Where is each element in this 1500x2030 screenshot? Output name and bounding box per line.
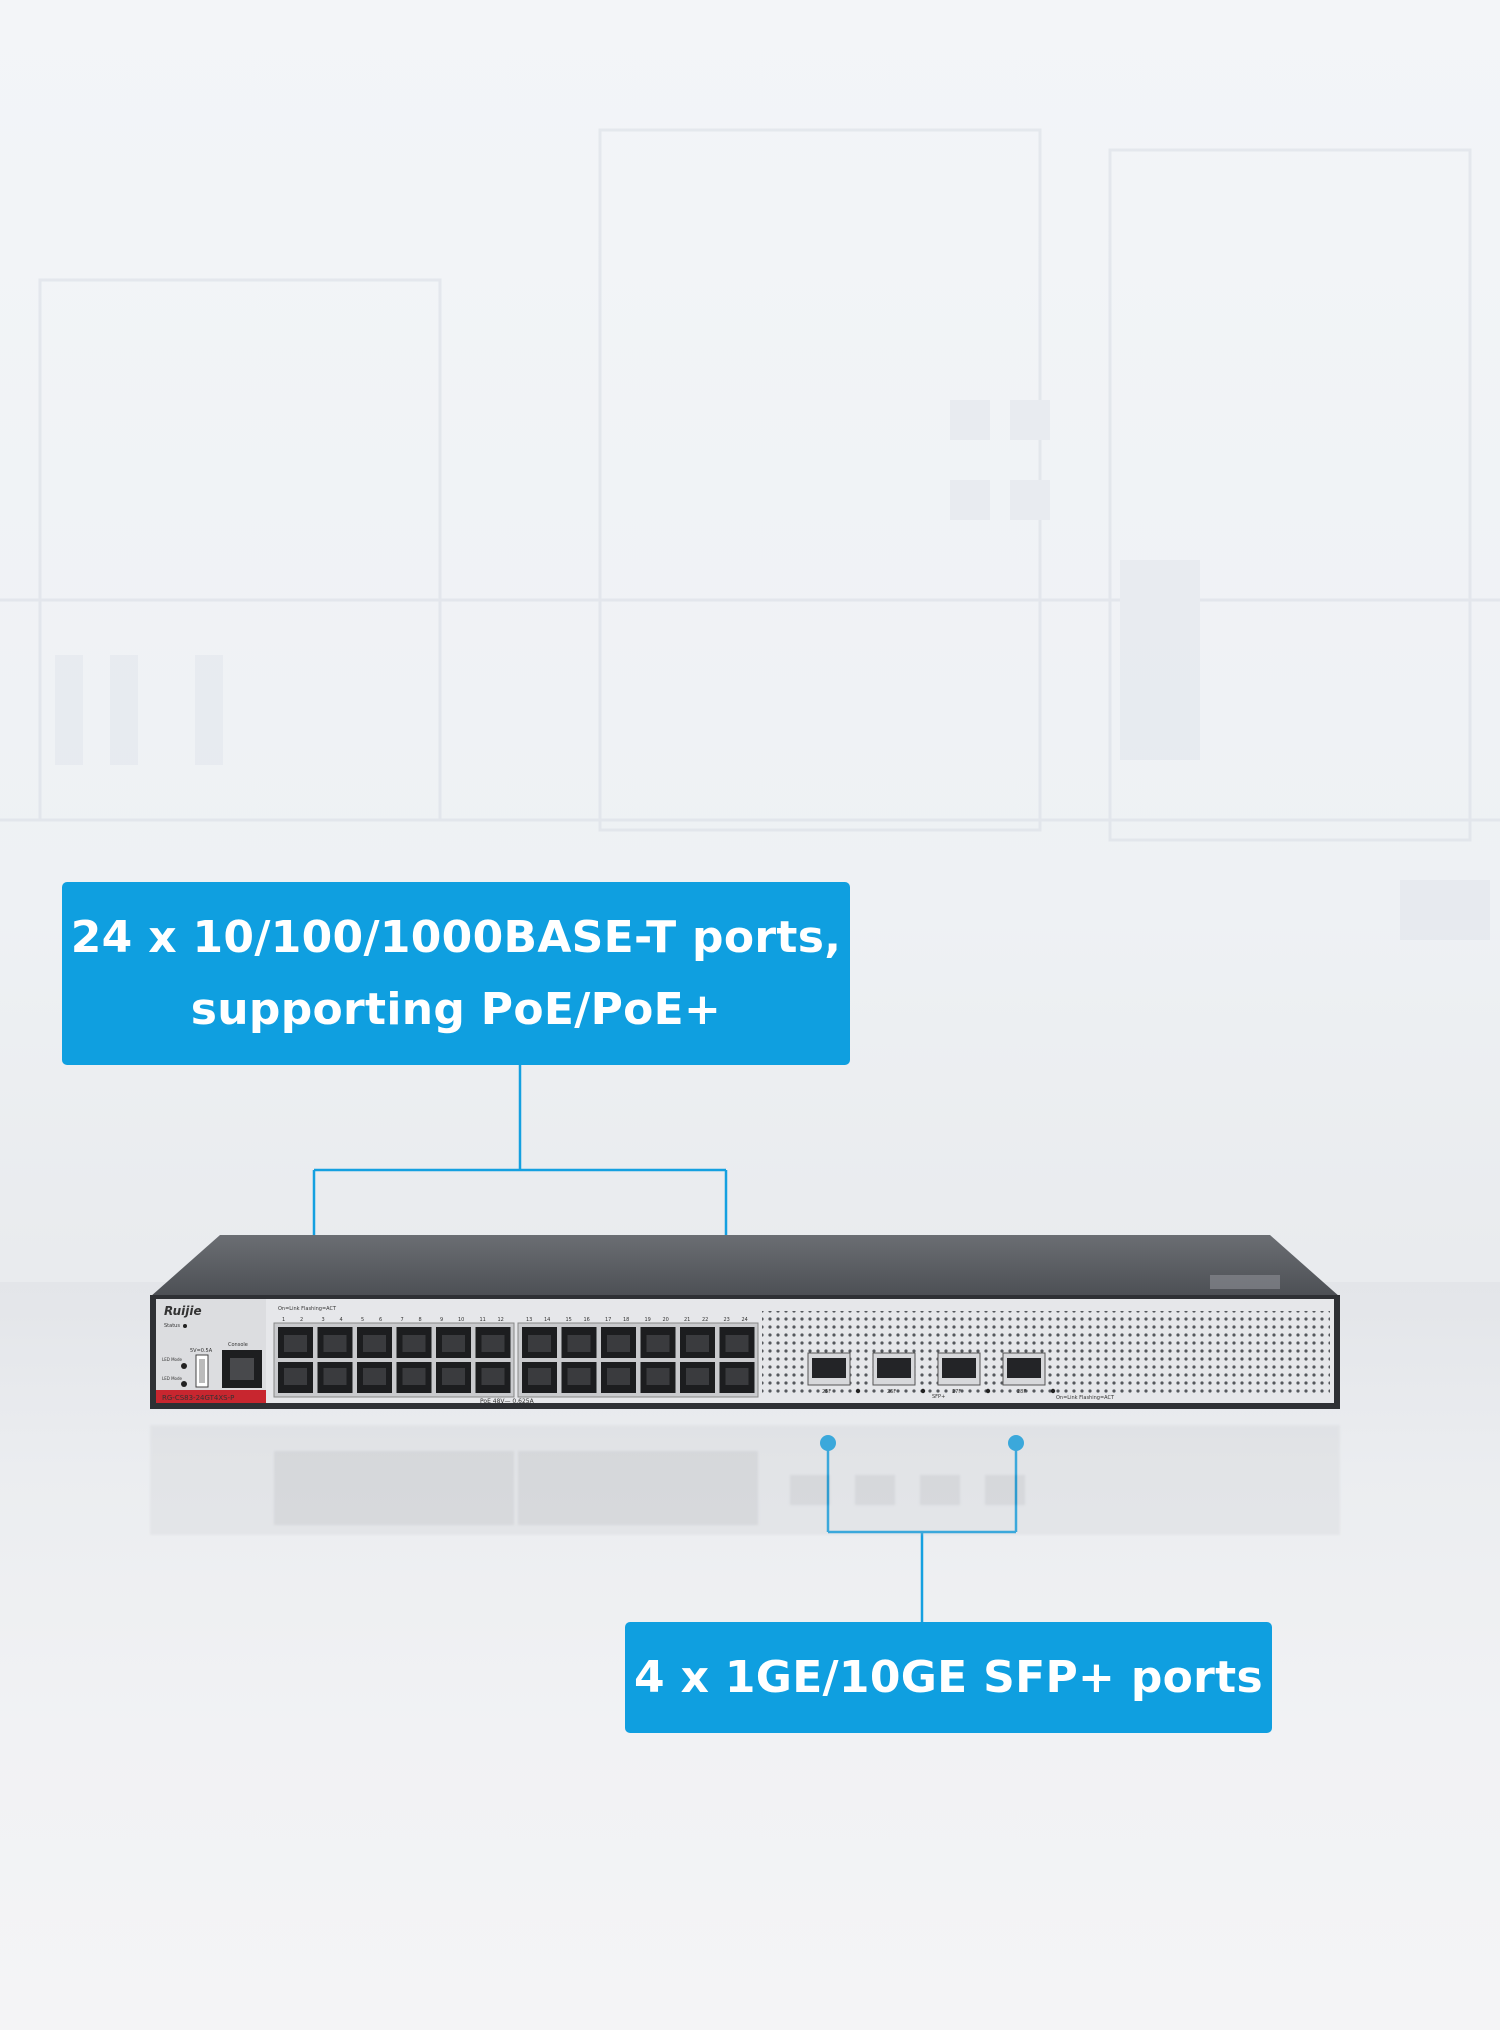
rj45-port-socket bbox=[646, 1368, 670, 1385]
rj45-port-socket bbox=[528, 1335, 551, 1352]
brand-logo: Ruijie bbox=[164, 1304, 202, 1318]
sfp-port-opening bbox=[877, 1358, 911, 1378]
rj45-port-socket bbox=[402, 1368, 426, 1385]
status-label: Status bbox=[164, 1323, 180, 1329]
rj45-port-socket bbox=[481, 1368, 505, 1385]
port-number: 15 bbox=[566, 1317, 572, 1323]
rj45-port-socket bbox=[567, 1368, 591, 1385]
port-number: 24 bbox=[742, 1317, 748, 1323]
sfp-callout-text: 4 x 1GE/10GE SFP+ ports bbox=[634, 1652, 1263, 1703]
rj45-port-socket bbox=[363, 1335, 386, 1352]
port-number: 5 bbox=[361, 1317, 364, 1323]
sfp-mid-label: SFP+ bbox=[932, 1394, 945, 1400]
sfp-led bbox=[855, 1388, 861, 1394]
network-switch: Ruijie Status 5V=0.5A Console LED Mode L… bbox=[150, 1235, 1340, 1409]
rj45-port-socket bbox=[284, 1368, 307, 1385]
sfp-legend: On=Link Flashing=ACT bbox=[1056, 1395, 1115, 1401]
rj45-port-socket bbox=[442, 1368, 465, 1385]
port-number: 16 bbox=[584, 1317, 590, 1323]
rj45-port-socket bbox=[284, 1335, 307, 1352]
rj45-port-grid bbox=[278, 1327, 755, 1393]
poe-label: PoE 48V— 0.625A bbox=[480, 1398, 535, 1405]
port-number: 1 bbox=[282, 1317, 285, 1323]
led-mode-label: LED Mode bbox=[162, 1357, 183, 1362]
model-label: RG-CS83-24GT4XS-P bbox=[162, 1394, 234, 1402]
sfp-callout: 4 x 1GE/10GE SFP+ ports bbox=[625, 1622, 1272, 1733]
blurred-office-background bbox=[0, 128, 1500, 940]
rj45-port-socket bbox=[686, 1335, 709, 1352]
rj45-port-socket bbox=[567, 1335, 591, 1352]
port-number: 12 bbox=[498, 1317, 504, 1323]
port-number: 13 bbox=[526, 1317, 532, 1323]
rj45-port-socket bbox=[528, 1368, 551, 1385]
rj45-port-socket bbox=[646, 1335, 670, 1352]
ports-callout: 24 x 10/100/1000BASE-T ports, supporting… bbox=[62, 882, 850, 1065]
rj45-port-socket bbox=[686, 1368, 709, 1385]
sfp-port-label: 25F bbox=[822, 1389, 831, 1395]
port-number: 4 bbox=[340, 1317, 343, 1323]
port-number: 6 bbox=[379, 1317, 382, 1323]
port-number: 11 bbox=[480, 1317, 486, 1323]
ports-callout-line1: 24 x 10/100/1000BASE-T ports, bbox=[70, 911, 842, 963]
sfp-port-opening bbox=[1007, 1358, 1041, 1378]
port-number: 9 bbox=[440, 1317, 443, 1323]
sfp-port-opening bbox=[942, 1358, 976, 1378]
port-number: 17 bbox=[605, 1317, 611, 1323]
port-number: 7 bbox=[401, 1317, 404, 1323]
port-number: 21 bbox=[684, 1317, 690, 1323]
port-number: 20 bbox=[663, 1317, 669, 1323]
link-legend: On=Link Flashing=ACT bbox=[278, 1306, 337, 1312]
sfp-led bbox=[920, 1388, 926, 1394]
port-number: 2 bbox=[300, 1317, 303, 1323]
port-number: 18 bbox=[623, 1317, 629, 1323]
usb-label: 5V=0.5A bbox=[190, 1348, 213, 1354]
switch-reflection bbox=[150, 1425, 1340, 1535]
port-number: 14 bbox=[544, 1317, 550, 1323]
sfp-led bbox=[1050, 1388, 1056, 1394]
port-number: 3 bbox=[322, 1317, 325, 1323]
rj45-port-socket bbox=[725, 1368, 749, 1385]
rj45-port-socket bbox=[402, 1335, 426, 1352]
rj45-port-socket bbox=[323, 1368, 347, 1385]
ports-callout-line2: supporting PoE/PoE+ bbox=[190, 983, 722, 1035]
rj45-port-socket bbox=[323, 1335, 347, 1352]
rj45-port-socket bbox=[363, 1368, 386, 1385]
sfp-port-label: 26F bbox=[887, 1389, 896, 1395]
led-mode2-label: LED Mode bbox=[162, 1376, 183, 1381]
sfp-port-group: 25F 26F 27F 28F bbox=[807, 1352, 1056, 1395]
port-number: 8 bbox=[419, 1317, 422, 1323]
sfp-port-label: 28F bbox=[1017, 1389, 1026, 1395]
port-number: 10 bbox=[458, 1317, 464, 1323]
port-number: 22 bbox=[702, 1317, 708, 1323]
rj45-port-socket bbox=[442, 1335, 465, 1352]
rj45-port-socket bbox=[725, 1335, 749, 1352]
port-number: 19 bbox=[645, 1317, 651, 1323]
rj45-port-socket bbox=[607, 1335, 630, 1352]
rj45-port-socket bbox=[607, 1368, 630, 1385]
sfp-port-opening bbox=[812, 1358, 846, 1378]
sfp-port-label: 27F bbox=[952, 1389, 961, 1395]
console-label: Console bbox=[228, 1342, 248, 1348]
rj45-port-socket bbox=[481, 1335, 505, 1352]
sfp-led bbox=[985, 1388, 991, 1394]
port-number: 23 bbox=[724, 1317, 730, 1323]
